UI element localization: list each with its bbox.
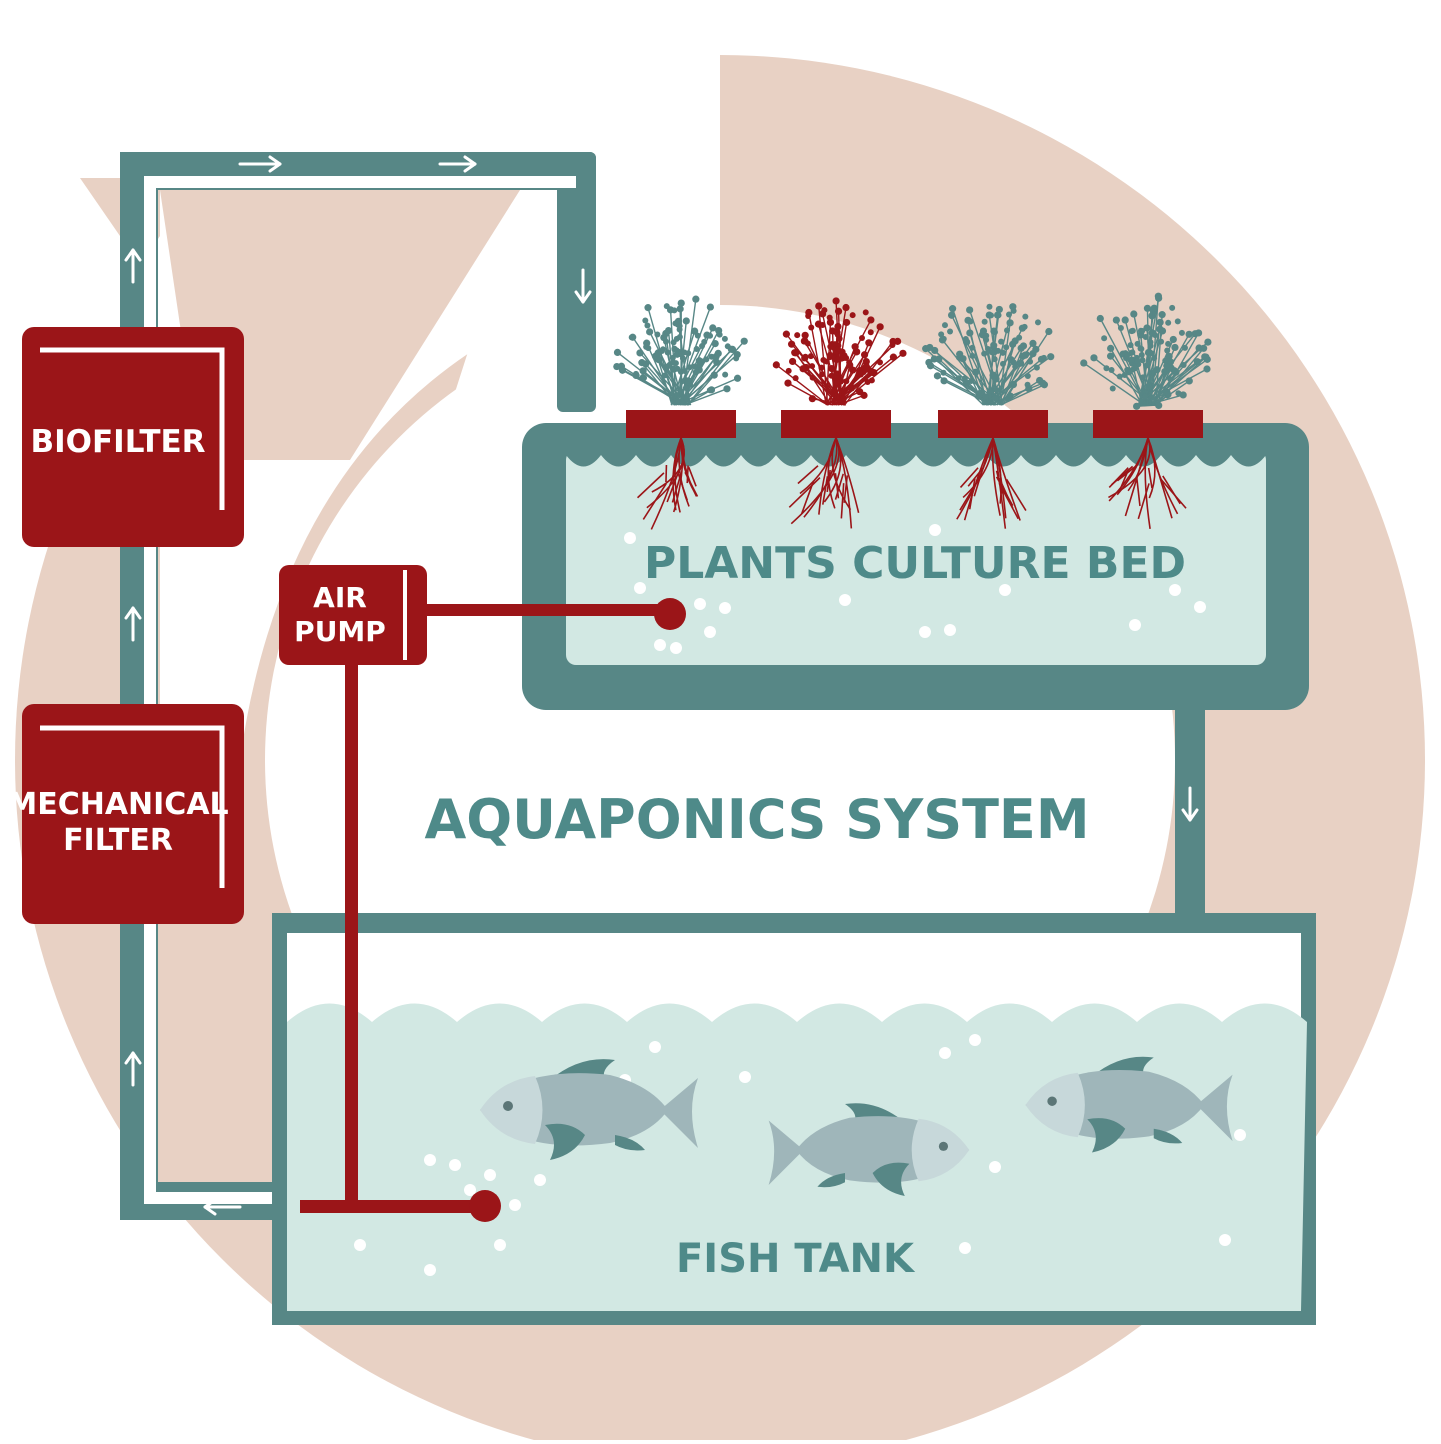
bubble bbox=[959, 1242, 971, 1254]
bubble bbox=[654, 639, 666, 651]
fish-tank-label: FISH TANK bbox=[676, 1236, 916, 1282]
mechanical-filter-box: MECHANICAL FILTER bbox=[7, 704, 244, 924]
bubble bbox=[534, 1174, 546, 1186]
bubble bbox=[624, 532, 636, 544]
air-pump-box: AIR PUMP bbox=[279, 565, 427, 665]
bubble bbox=[494, 1239, 506, 1251]
bubble bbox=[424, 1264, 436, 1276]
air-pump-label-line1: AIR bbox=[313, 581, 367, 614]
bubble bbox=[670, 642, 682, 654]
net-pot bbox=[1093, 410, 1203, 438]
net-pot bbox=[626, 410, 736, 438]
bubble bbox=[739, 1071, 751, 1083]
bubble bbox=[484, 1169, 496, 1181]
diagram-title: AQUAPONICS SYSTEM bbox=[424, 788, 1089, 851]
fish-eye bbox=[503, 1101, 513, 1111]
bubble bbox=[939, 1047, 951, 1059]
mechanical-filter-label-line2: FILTER bbox=[63, 823, 173, 858]
bubble bbox=[839, 594, 851, 606]
fish-eye bbox=[939, 1142, 948, 1151]
bubble bbox=[424, 1154, 436, 1166]
bubble bbox=[649, 1041, 661, 1053]
bubble bbox=[1219, 1234, 1231, 1246]
bubble bbox=[929, 524, 941, 536]
bubble bbox=[704, 626, 716, 638]
air-pump-label-line2: PUMP bbox=[294, 615, 386, 648]
bubble bbox=[1129, 619, 1141, 631]
bubble bbox=[1234, 1129, 1246, 1141]
air-stone-top bbox=[654, 598, 686, 630]
bubble bbox=[354, 1239, 366, 1251]
bubble bbox=[719, 602, 731, 614]
plants-bed-label: PLANTS CULTURE BED bbox=[644, 538, 1186, 589]
fish-eye bbox=[1047, 1096, 1057, 1106]
return-pipe-joint bbox=[1175, 898, 1205, 915]
bubble bbox=[969, 1034, 981, 1046]
bubble bbox=[989, 1161, 1001, 1173]
mechanical-filter-label-line1: MECHANICAL bbox=[7, 787, 228, 822]
bubble bbox=[694, 598, 706, 610]
bubble bbox=[919, 626, 931, 638]
air-stone-bottom bbox=[469, 1190, 501, 1222]
bubble bbox=[944, 624, 956, 636]
biofilter-box: BIOFILTER bbox=[22, 327, 244, 547]
net-pot bbox=[938, 410, 1048, 438]
bubble bbox=[449, 1159, 461, 1171]
net-pot bbox=[781, 410, 891, 438]
biofilter-label: BIOFILTER bbox=[30, 424, 205, 460]
bubble bbox=[509, 1199, 521, 1211]
bubble bbox=[1194, 601, 1206, 613]
plants-culture-bed: PLANTS CULTURE BED bbox=[522, 423, 1309, 710]
